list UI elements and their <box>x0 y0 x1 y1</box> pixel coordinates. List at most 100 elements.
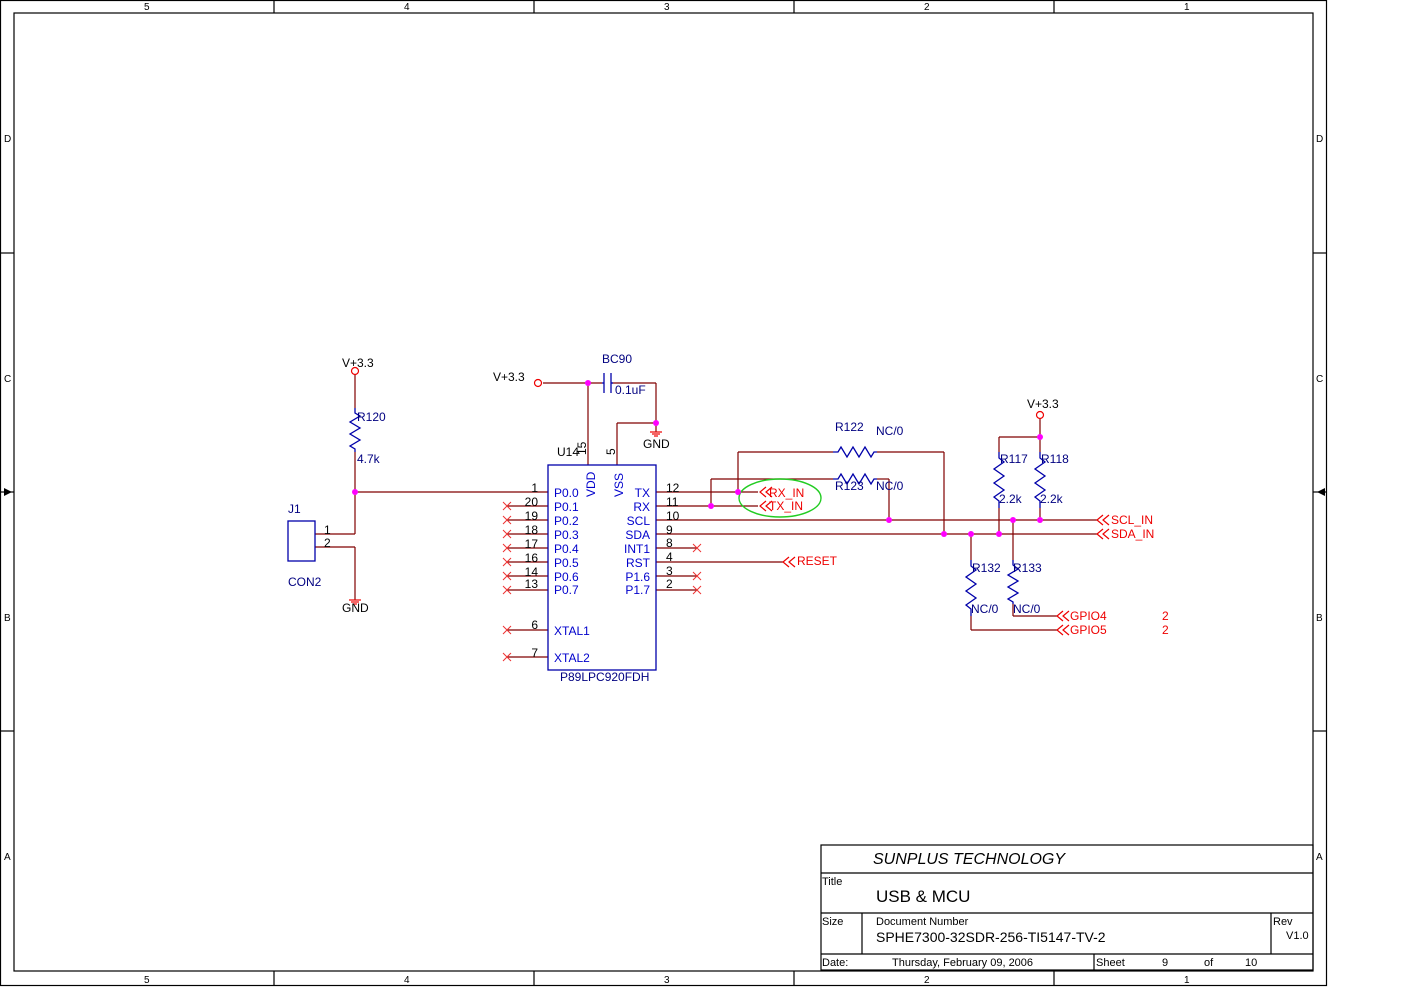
junction-dot <box>708 503 714 509</box>
junction-dot <box>1037 517 1043 523</box>
mcu-xtal-pin-num: 7 <box>531 646 538 660</box>
resistor-r133 <box>1006 560 1020 604</box>
date-label: Date: <box>822 957 848 969</box>
capacitor-bc90 <box>602 373 613 393</box>
r132-value: NC/0 <box>971 602 999 616</box>
vcc-label-r120: V+3.3 <box>342 356 374 370</box>
size-label: Size <box>822 916 843 928</box>
mcu-right-pin-name: INT1 <box>624 542 650 556</box>
mcu-left-pin-name: P0.5 <box>554 556 579 570</box>
port-symbols <box>759 486 1110 636</box>
r123-ref: R123 <box>835 479 864 493</box>
mcu-left-pin-num: 17 <box>525 537 539 551</box>
mcu-right-pin-name: P1.6 <box>625 570 650 584</box>
r120-ref: R120 <box>357 410 386 424</box>
resistor-r123 <box>833 472 877 486</box>
power-symbols <box>349 366 1045 605</box>
frame-col-bottom-1: 1 <box>1184 975 1190 986</box>
frame-ticks <box>0 0 1327 986</box>
frame-row-left-d: D <box>4 134 11 145</box>
mcu-xtal-pin-name: XTAL2 <box>554 651 590 665</box>
frame-row-left-b: B <box>4 613 11 624</box>
resistor-r132 <box>964 560 978 616</box>
sheet-title: USB & MCU <box>876 887 970 906</box>
r118-value: 2.2k <box>1040 492 1064 506</box>
mcu-right-pin-name: TX <box>635 486 650 500</box>
sheet-total: 10 <box>1245 957 1257 969</box>
docnum-label: Document Number <box>876 916 969 928</box>
mcu-left-pin-name: P0.7 <box>554 583 579 597</box>
mcu-left-pin-name: P0.4 <box>554 542 579 556</box>
r133-value: NC/0 <box>1013 602 1041 616</box>
junction-dot <box>968 531 974 537</box>
frame-row-left-c: C <box>4 374 11 385</box>
junction-dot <box>886 517 892 523</box>
mcu-left-pin-num: 16 <box>525 551 539 565</box>
frame-col-bottom-4: 4 <box>404 975 410 986</box>
r123-value: NC/0 <box>876 479 904 493</box>
mcu-left-pin-name: P0.3 <box>554 528 579 542</box>
mcu-right-pin-num: 11 <box>666 495 679 509</box>
highlight-ellipse <box>738 478 822 518</box>
revision: V1.0 <box>1286 930 1309 942</box>
mcu-left-pin-num: 1 <box>531 481 538 495</box>
mcu-ref: U14 <box>557 445 579 459</box>
mcu-right-pin-num: 2 <box>666 577 673 591</box>
frame-col-top-3: 3 <box>664 2 670 13</box>
frame-col-bottom-5: 5 <box>144 975 150 986</box>
frame-row-right-b: B <box>1316 613 1323 624</box>
frame-row-right-a: A <box>1316 852 1323 863</box>
mcu-u14-body <box>547 464 657 671</box>
r122-value: NC/0 <box>876 424 904 438</box>
junction-dot <box>585 380 591 386</box>
mcu-left-pin-name: P0.0 <box>554 486 579 500</box>
r120-value: 4.7k <box>357 452 381 466</box>
resistor-r120 <box>348 408 362 452</box>
junction-dot <box>1010 517 1016 523</box>
port-sda-in: SDA_IN <box>1111 527 1154 541</box>
j1-pin1: 1 <box>324 523 331 537</box>
connector-j1 <box>287 520 316 562</box>
frame-col-top-1: 1 <box>1184 2 1190 13</box>
date-value: Thursday, February 09, 2006 <box>892 957 1033 969</box>
sheet-label: Sheet <box>1096 957 1125 969</box>
junction-dots <box>352 380 1043 537</box>
r132-ref: R132 <box>972 561 1001 575</box>
document-number: SPHE7300-32SDR-256-TI5147-TV-2 <box>876 929 1106 945</box>
mcu-left-pin-name: P0.2 <box>554 514 579 528</box>
gnd-symbol-j1 <box>349 599 361 605</box>
mcu-left-pin-num: 19 <box>525 509 539 523</box>
port-reset: RESET <box>797 554 838 568</box>
mcu-left-pin-num: 18 <box>525 523 539 537</box>
r117-ref: R117 <box>1000 452 1028 466</box>
mcu-part: P89LPC920FDH <box>560 670 649 684</box>
company-name: SUNPLUS TECHNOLOGY <box>873 851 1066 868</box>
r122-ref: R122 <box>835 420 864 434</box>
junction-dot <box>352 489 358 495</box>
port-gpio4: GPIO4 <box>1070 609 1107 623</box>
mcu-right-pin-num: 9 <box>666 523 673 537</box>
mcu-right-pin-name: RST <box>626 556 651 570</box>
junction-dot <box>653 420 659 426</box>
title-label: Title <box>822 876 842 888</box>
port-tx-in: TX_IN <box>769 499 803 513</box>
mcu-right-pin-name: RX <box>633 500 650 514</box>
frame-col-bottom-3: 3 <box>664 975 670 986</box>
port-rx-in: RX_IN <box>769 486 804 500</box>
wires <box>315 375 1097 658</box>
frame-row-right-d: D <box>1316 134 1323 145</box>
port-gpio4-sheet: 2 <box>1162 609 1169 623</box>
resistors <box>348 408 1047 616</box>
resistor-r117 <box>992 452 1006 508</box>
mcu-right-pin-num: 3 <box>666 564 673 578</box>
port-gpio5: GPIO5 <box>1070 623 1107 637</box>
mcu-vss-pin: 5 <box>604 448 618 455</box>
mcu-right-pin-num: 4 <box>666 550 673 564</box>
j1-ref: J1 <box>288 502 301 516</box>
vcc-circle-r120 <box>350 366 360 376</box>
j1-part: CON2 <box>288 575 322 589</box>
frame-col-top-5: 5 <box>144 2 150 13</box>
vcc-circle-pullup <box>1035 410 1045 420</box>
r118-ref: R118 <box>1041 452 1069 466</box>
